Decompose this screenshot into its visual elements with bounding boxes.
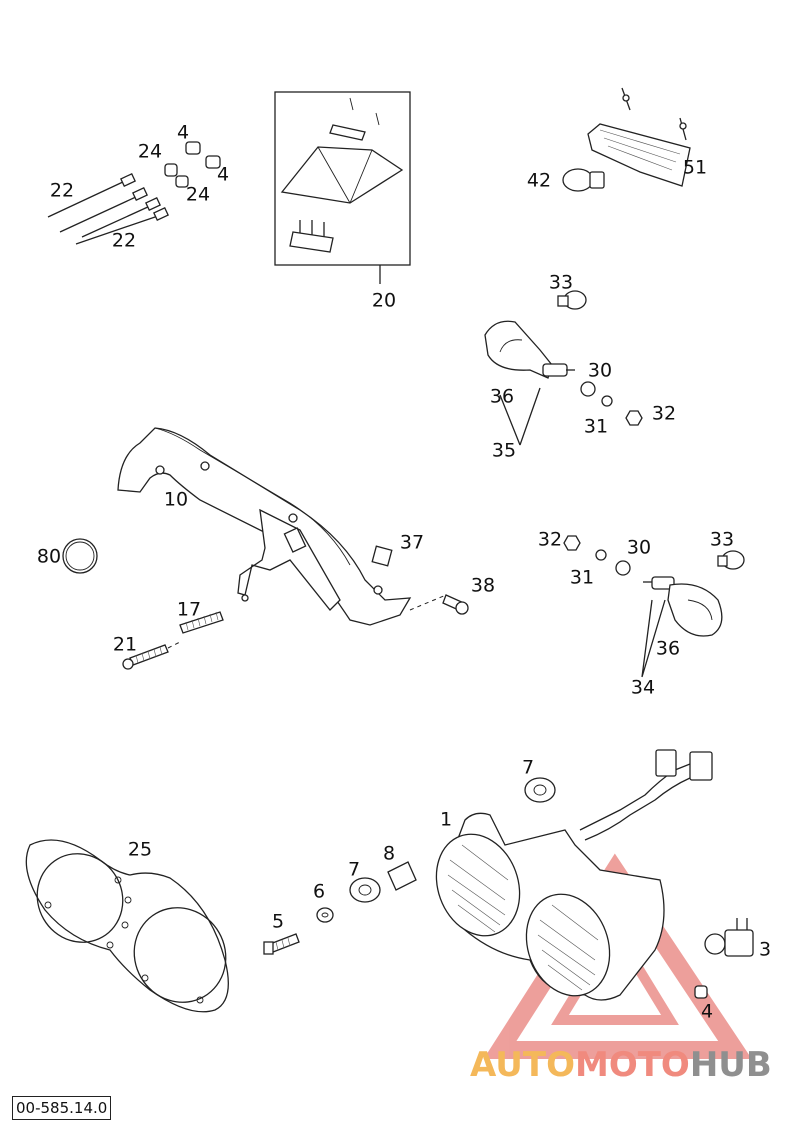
callout-label: 31 — [570, 567, 594, 589]
callout-label: 35 — [492, 440, 516, 462]
wire-harness-group — [47, 172, 169, 245]
callout-label: 3 — [759, 939, 771, 961]
callout-label: 42 — [527, 170, 551, 192]
callout-label: 24 — [138, 141, 162, 163]
watermark-text: AUTOMOTOHUB — [470, 1045, 772, 1085]
callout-label: 24 — [186, 184, 210, 206]
callout-label: 34 — [631, 677, 655, 699]
callout-label: 36 — [490, 386, 514, 408]
headlight-mounting-hardware — [263, 777, 556, 955]
bulb-group-top-left — [164, 141, 221, 188]
headlight-bulbs — [694, 918, 754, 999]
tail-light-group — [562, 87, 691, 192]
callout-label: 7 — [522, 757, 534, 779]
callout-label: 20 — [372, 290, 396, 312]
hose-clamp — [62, 538, 98, 574]
callout-label: 6 — [313, 881, 325, 903]
callout-label: 51 — [683, 157, 707, 179]
callout-label: 30 — [627, 537, 651, 559]
headlight-bracket — [117, 427, 412, 626]
callout-label: 22 — [50, 180, 74, 202]
fastener-group-right — [371, 545, 469, 615]
callout-label: 17 — [177, 599, 201, 621]
callout-label: 31 — [584, 416, 608, 438]
callout-label: 4 — [217, 164, 229, 186]
callout-label: 36 — [656, 638, 680, 660]
indicator-upper — [484, 290, 643, 446]
fastener-group-left — [122, 611, 224, 670]
callout-label: 38 — [471, 575, 495, 597]
callout-label: 22 — [112, 230, 136, 252]
callout-label: 21 — [113, 634, 137, 656]
indicator-lower — [563, 535, 745, 678]
callout-label: 33 — [549, 272, 573, 294]
callout-label: 1 — [440, 809, 452, 831]
rear-fender-box — [274, 91, 411, 284]
callout-label: 4 — [177, 122, 189, 144]
callout-labels: 22 24 4 24 4 22 20 42 51 33 30 36 31 32 … — [37, 122, 771, 1023]
headlight-mask — [25, 839, 229, 1013]
watermark-part-3: HUB — [690, 1045, 772, 1085]
callout-label: 8 — [383, 843, 395, 865]
diagram-code: 00-585.14.0 — [12, 1096, 112, 1120]
callout-label: 4 — [701, 1001, 713, 1023]
callout-label: 25 — [128, 839, 152, 861]
watermark-part-2: MOTO — [575, 1045, 690, 1085]
callout-label: 10 — [164, 489, 188, 511]
callout-label: 32 — [538, 529, 562, 551]
callout-label: 30 — [588, 360, 612, 382]
headlight-unit — [435, 749, 713, 1001]
watermark-part-1: AUTO — [470, 1045, 575, 1085]
callout-label: 33 — [710, 529, 734, 551]
callout-label: 80 — [37, 546, 61, 568]
callout-label: 32 — [652, 403, 676, 425]
callout-label: 5 — [272, 911, 284, 933]
callout-label: 37 — [400, 532, 424, 554]
callout-label: 7 — [348, 859, 360, 881]
